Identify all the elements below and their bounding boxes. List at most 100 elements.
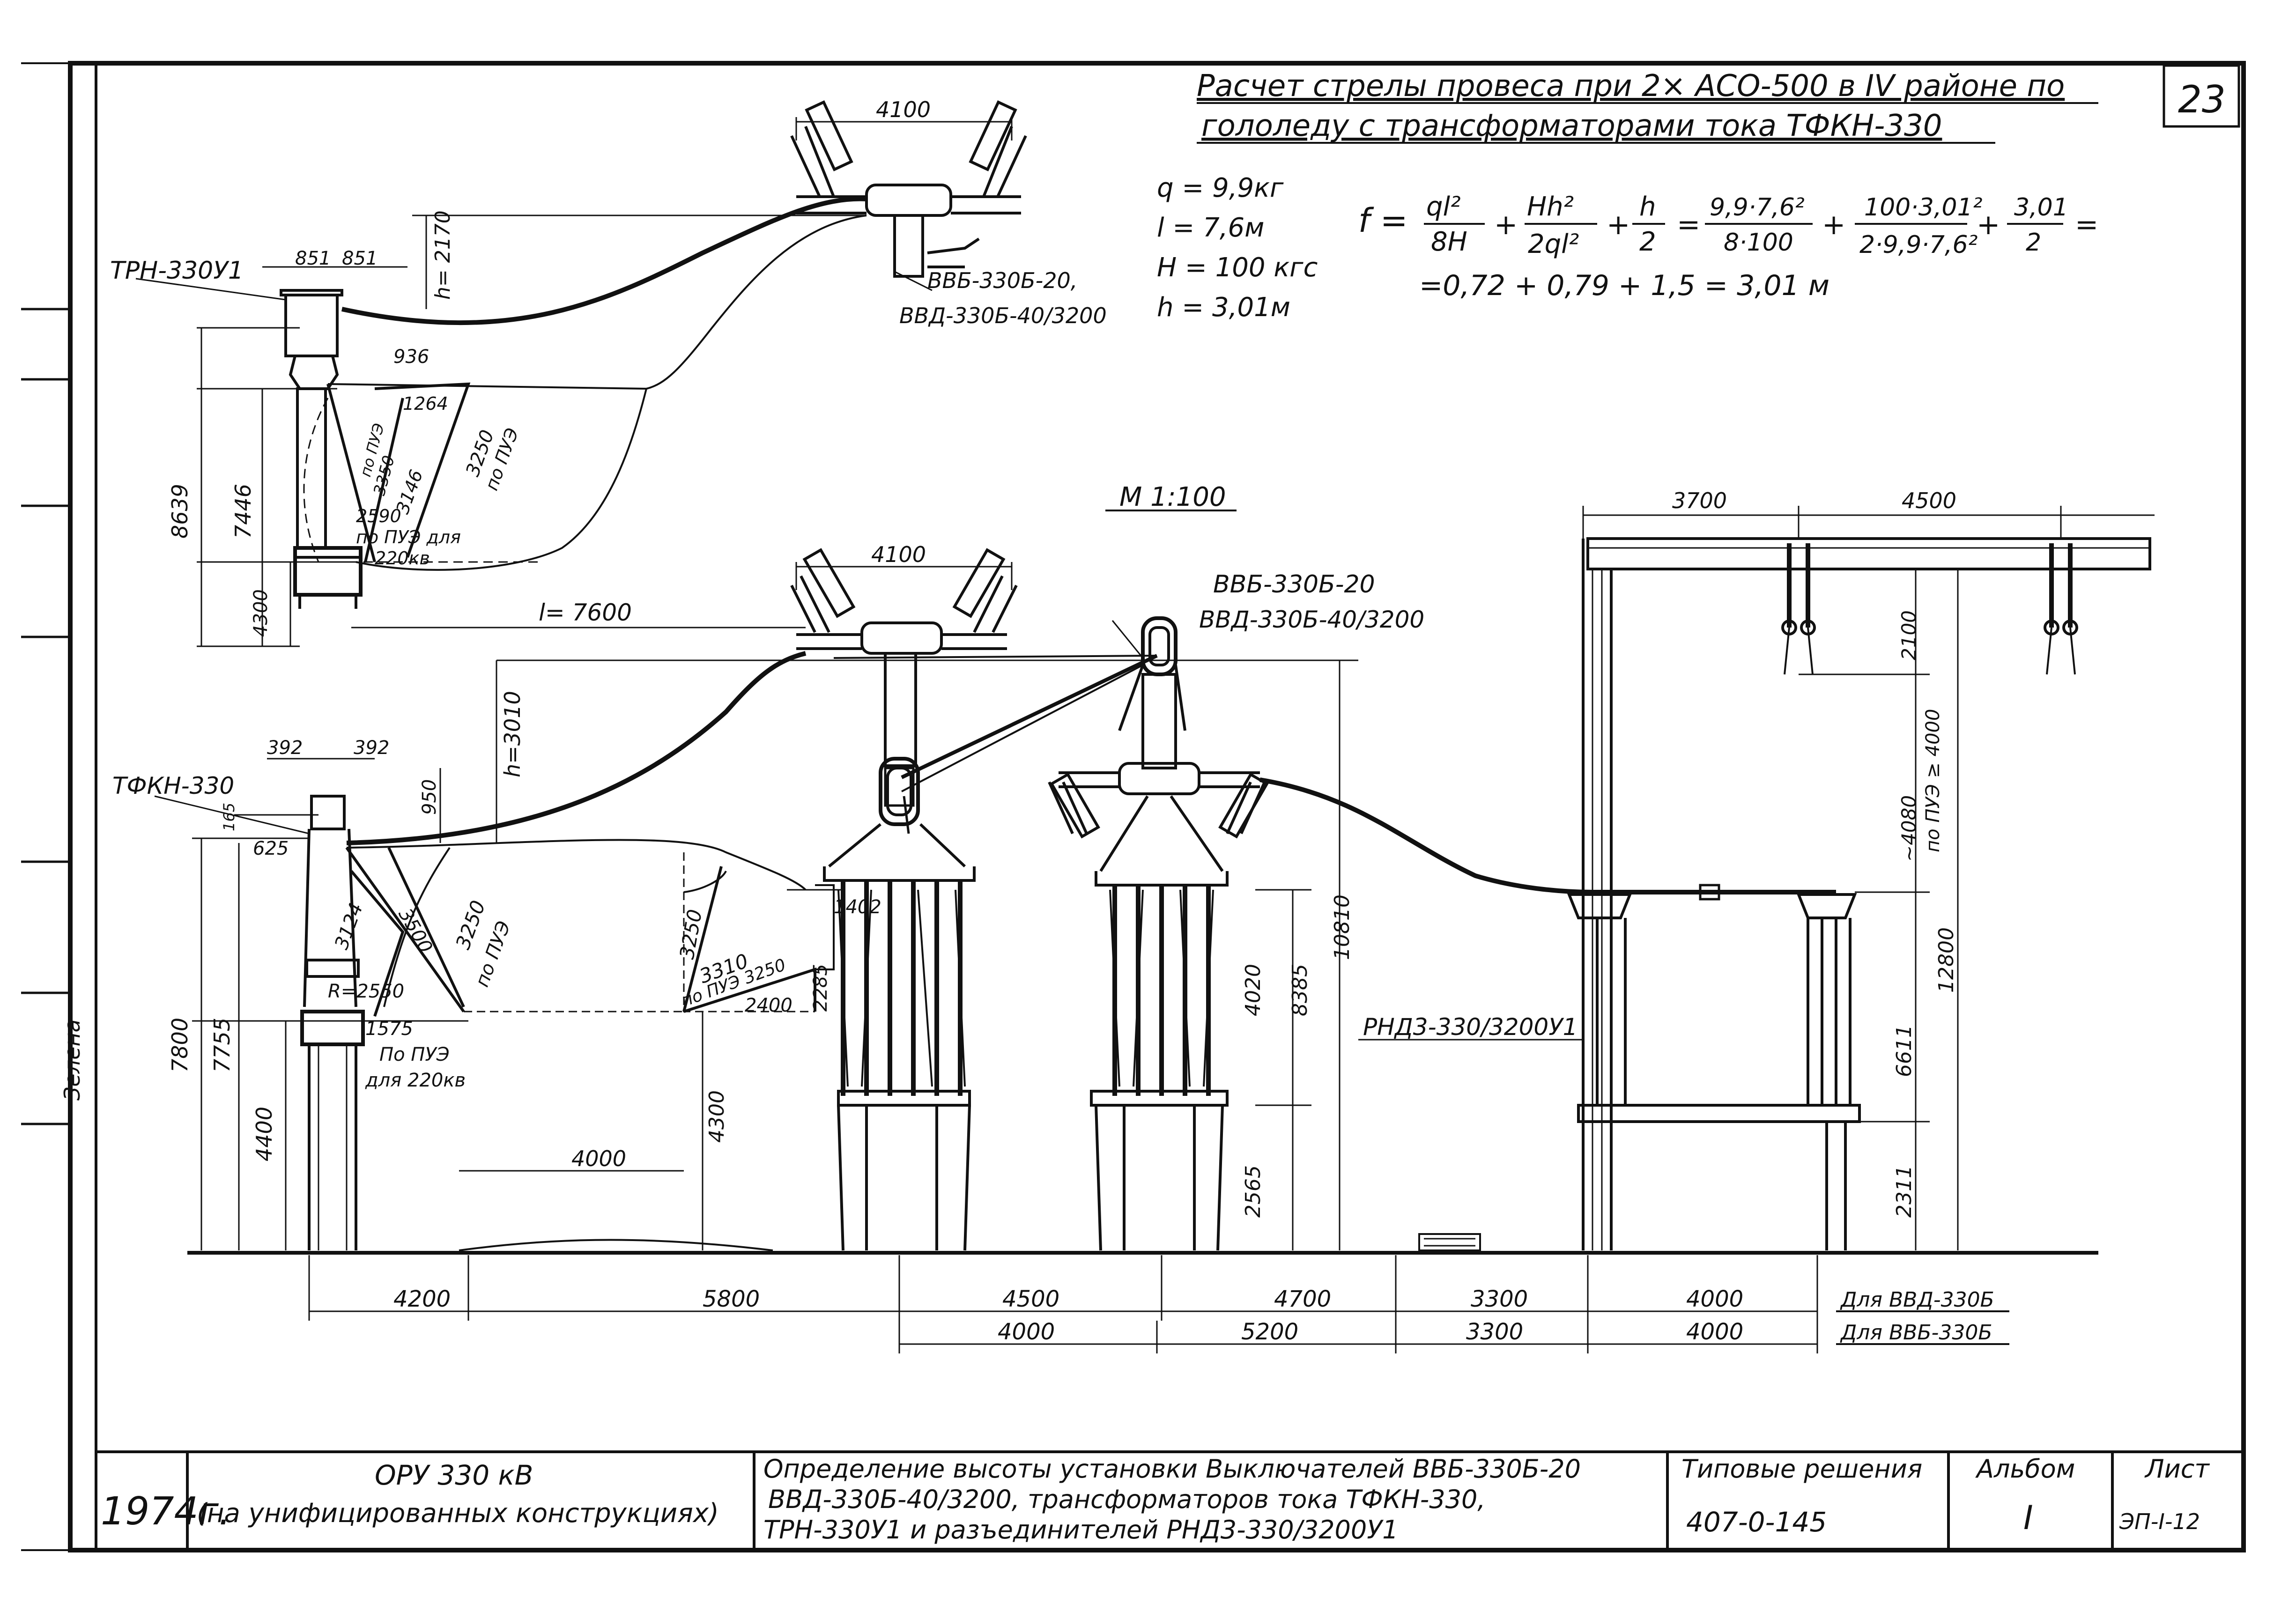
dim-4080: ~4080: [1897, 795, 1920, 862]
tb-typical: Типовые решения: [1681, 1454, 1922, 1484]
top-dim-8639: 8639: [167, 484, 193, 539]
breaker-label-1: ВВБ-330Б-20: [1213, 570, 1375, 599]
sheet-frame: [21, 61, 2246, 1552]
top-dim-851b: 851: [342, 248, 378, 269]
bottom-dim-5200: 5200: [1241, 1319, 1298, 1345]
tfkn-label: ТФКН-330: [112, 772, 234, 799]
top-po-pue-dlya: по ПУЭ для: [356, 527, 461, 547]
term4-den: 8·100: [1724, 229, 1793, 257]
top-dim-7446: 7446: [230, 484, 256, 539]
title-block-text: 1974г. ОРУ 330 кВ (на унифицированных ко…: [101, 1454, 2210, 1545]
calc-l: l = 7,6м: [1157, 213, 1264, 243]
breaker-label-2: ВВД-330Б-40/3200: [1199, 606, 1424, 633]
top-dim-4300: 4300: [250, 589, 272, 637]
tb-desc-2: ВВД-330Б-40/3200, трансформаторов тока Т…: [768, 1485, 1485, 1514]
term5-den: 2·9,9·7,6²: [1859, 231, 1978, 259]
top-breaker-label-1: ВВБ-330Б-20,: [927, 268, 1077, 293]
margin-stamp-text: Зелена: [59, 1019, 85, 1101]
top-detail-labels: 4100 h= 2170 ТРН-330У1 851 851 ВВБ-330Б-…: [110, 97, 1107, 637]
term1-num: ql²: [1426, 192, 1461, 222]
top-dim-936: 936: [393, 346, 429, 368]
plus-2: +: [1607, 208, 1630, 241]
header-title-line1: Расчет стрелы провеса при 2× АСО-500 в I…: [1197, 69, 2065, 103]
dim-2285: 2285: [810, 964, 831, 1012]
term1-den: 8H: [1431, 227, 1467, 257]
dim-950: 950: [419, 779, 440, 815]
dim-10810: 10810: [1330, 894, 1354, 960]
term4-num: 9,9·7,6²: [1710, 193, 1805, 222]
dim-4400: 4400: [252, 1107, 277, 1161]
calc-result: =0,72 + 0,79 + 1,5 = 3,01 м: [1419, 269, 1829, 302]
dim-12800: 12800: [1934, 927, 1958, 993]
top-detail: [135, 100, 1027, 647]
tb-sheet-label: Лист: [2144, 1454, 2210, 1484]
dim-7800: 7800: [167, 1018, 193, 1072]
bottom-dim-3300a: 3300: [1471, 1286, 1528, 1312]
dim-2400: 2400: [745, 995, 792, 1016]
dim-392b: 392: [354, 737, 389, 759]
term3-den: 2: [1639, 227, 1656, 257]
term5-num: 100·3,01²: [1864, 193, 1983, 222]
top-dim-2590: 2590: [356, 506, 401, 526]
top-h-2170: h= 2170: [431, 210, 455, 300]
scale-label: М 1:100: [1119, 482, 1226, 512]
dim-3124: 3124: [331, 900, 367, 952]
bottom-dim-4000a: 4000: [1686, 1286, 1743, 1312]
dim-3700: 3700: [1672, 488, 1727, 513]
bottom-dim-4000b: 4000: [998, 1319, 1055, 1345]
dim-4300: 4300: [705, 1090, 729, 1143]
bottom-dimensions: [308, 1255, 2009, 1353]
plus-3: +: [1822, 208, 1845, 241]
tb-code: 407-0-145: [1686, 1506, 1827, 1538]
equals-2: =: [2075, 208, 2098, 241]
bottom-dim-3300b: 3300: [1466, 1319, 1523, 1345]
dim-165: 165: [220, 803, 238, 831]
dim-392a: 392: [267, 737, 303, 759]
bottom-dim-4000c: 4000: [1686, 1319, 1743, 1345]
title-block: [96, 1450, 2244, 1550]
tb-sheet-value: ЭП-I-12: [2119, 1509, 2200, 1534]
main-elevation: [154, 506, 2155, 1255]
disconnector-label: РНД3-330/3200У1: [1363, 1013, 1578, 1041]
dim-1575: 1575: [365, 1018, 413, 1040]
dlya-220kv: для 220кв: [365, 1070, 466, 1091]
bottom-note-vvb: Для ВВБ-330Б: [1840, 1321, 1992, 1345]
top-breaker-label-2: ВВД-330Б-40/3200: [899, 303, 1107, 328]
header-title-line2: гололеду с трансформаторами тока ТФКН-33…: [1201, 109, 1942, 143]
calc-header: Расчет стрелы провеса при 2× АСО-500 в I…: [1157, 69, 2098, 323]
sag-h-3010: h=3010: [500, 691, 525, 777]
dim-2100: 2100: [1897, 610, 1920, 660]
dim-4020: 4020: [1241, 964, 1265, 1016]
tb-desc-3: ТРН-330У1 и разъединителей РНД3-330/3200…: [763, 1515, 1399, 1545]
dim-625: 625: [253, 838, 289, 859]
span-l-7600: l= 7600: [539, 599, 632, 626]
bottom-dim-4700: 4700: [1274, 1286, 1331, 1312]
po-pue-b: По ПУЭ: [379, 1044, 450, 1065]
bottom-dimension-labels: 4200 5800 4500 4700 3300 4000 Для ВВД-33…: [393, 1286, 1994, 1345]
dim-4500: 4500: [1902, 488, 1956, 513]
top-dim-851a: 851: [295, 248, 331, 269]
term2-den: 2ql²: [1528, 229, 1579, 259]
sheet-number-box: 23: [2163, 64, 2240, 128]
calc-H: H = 100 кгс: [1157, 252, 1318, 283]
dim-7755: 7755: [209, 1018, 235, 1072]
equals-1: =: [1677, 208, 1700, 241]
bottom-dim-4200: 4200: [393, 1286, 451, 1312]
dim-4000: 4000: [571, 1146, 626, 1171]
bottom-dim-4500: 4500: [1002, 1286, 1059, 1312]
dim-3250: 3250: [451, 897, 490, 952]
term6-den: 2: [2026, 229, 2041, 257]
main-dim-4100: 4100: [871, 542, 926, 567]
bottom-dim-5800: 5800: [703, 1286, 760, 1312]
calc-q: q = 9,9кг: [1157, 173, 1284, 203]
dim-2565: 2565: [1241, 1165, 1265, 1218]
tb-year: 1974г.: [101, 1489, 231, 1534]
calc-h: h = 3,01м: [1157, 292, 1290, 323]
plus-4: +: [1977, 208, 2000, 241]
dim-6611: 6611: [1892, 1025, 1916, 1077]
top-dim-1264: 1264: [403, 393, 448, 414]
radius-2550: R=2550: [328, 981, 404, 1002]
tb-project-2: (на унифицированных конструкциях): [197, 1498, 719, 1529]
top-dim-4100: 4100: [876, 97, 931, 122]
